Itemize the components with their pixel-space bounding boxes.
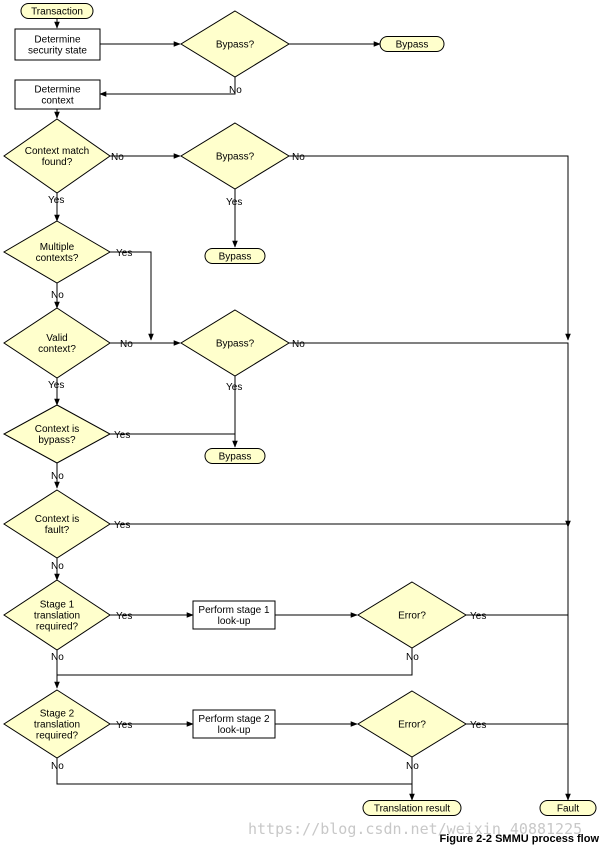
process-determine-context-label: context xyxy=(41,96,73,107)
label-error1-yes: Yes xyxy=(470,611,486,622)
terminal-bypass-3-label: Bypass xyxy=(219,452,252,463)
edge-bypass1-no xyxy=(99,77,236,97)
label-bypass1-no: No xyxy=(229,85,242,96)
terminal-bypass-1 xyxy=(379,36,445,52)
decision-context-is-fault xyxy=(3,489,111,559)
edge-multiple-yes xyxy=(110,251,154,341)
decision-context-is-fault-label: Context is xyxy=(35,514,79,525)
decision-bypass-3 xyxy=(180,309,290,377)
label-multiple-yes: Yes xyxy=(116,248,132,259)
process-determine-security-state xyxy=(14,28,101,61)
label-match-yes: Yes xyxy=(48,195,64,206)
decision-context-is-fault-label: fault? xyxy=(45,525,70,536)
decision-stage1-required-label: Stage 1 xyxy=(40,600,75,611)
decision-bypass-2-label: Bypass? xyxy=(216,152,255,163)
edge-bypass2-no xyxy=(289,155,571,341)
label-bypass3-no: No xyxy=(292,339,305,350)
decision-stage2-required-label: Stage 2 xyxy=(40,709,75,720)
decision-stage2-required xyxy=(3,689,111,759)
decision-multiple-contexts-label: contexts? xyxy=(36,253,79,264)
decision-context-match xyxy=(3,118,111,194)
process-stage1-lookup-label: look-up xyxy=(218,616,251,627)
terminal-transaction-label: Transaction xyxy=(31,7,83,18)
terminal-fault xyxy=(539,800,597,816)
process-stage2-lookup-label: look-up xyxy=(218,725,251,736)
edge-bypass3-no xyxy=(289,342,571,528)
label-multiple-no: No xyxy=(51,290,64,301)
label-stage1-no: No xyxy=(51,652,64,663)
process-determine-context-label: Determine xyxy=(34,85,81,96)
decision-bypass-1 xyxy=(180,10,290,78)
terminal-bypass-2-label: Bypass xyxy=(219,252,252,263)
process-stage2-lookup-label: Perform stage 2 xyxy=(198,714,270,725)
decision-stage2-required-label: required? xyxy=(36,731,79,742)
edge-stage2-no xyxy=(56,758,412,785)
process-stage1-lookup xyxy=(192,600,276,630)
decision-stage2-required-label: translation xyxy=(34,720,80,731)
decision-multiple-contexts-label: Multiple xyxy=(40,242,75,253)
decision-stage1-required-label: translation xyxy=(34,611,80,622)
process-stage1-lookup-label: Perform stage 1 xyxy=(198,605,270,616)
decision-multiple-contexts xyxy=(3,220,111,284)
label-stage1-yes: Yes xyxy=(116,611,132,622)
decision-context-is-bypass-label: bypass? xyxy=(38,435,76,446)
label-error2-yes: Yes xyxy=(470,720,486,731)
decision-valid-context-label: context? xyxy=(38,344,76,355)
edge-error1-no xyxy=(57,648,413,676)
process-determine-context xyxy=(14,79,101,110)
terminal-transaction xyxy=(20,3,94,19)
label-error2-no: No xyxy=(406,761,419,772)
terminal-bypass-3 xyxy=(204,448,266,464)
terminal-bypass-1-label: Bypass xyxy=(396,40,429,51)
terminal-translation-result-label: Translation result xyxy=(374,804,451,815)
decision-context-match-label: found? xyxy=(42,157,73,168)
process-determine-security-state-label: Determine xyxy=(34,35,81,46)
label-bypass2-yes: Yes xyxy=(226,197,242,208)
decision-context-match-label: Context match xyxy=(25,146,89,157)
watermark-text: https://blog.csdn.net/weixin_40881225 xyxy=(248,820,582,838)
label-ctxbypass-no: No xyxy=(51,471,64,482)
decision-error-2 xyxy=(357,690,467,758)
label-ctxbypass-yes: Yes xyxy=(114,430,130,441)
terminal-bypass-2 xyxy=(204,248,266,264)
decision-bypass-3-label: Bypass? xyxy=(216,339,255,350)
label-bypass3-yes: Yes xyxy=(226,382,242,393)
decision-valid-context xyxy=(3,307,111,379)
terminal-fault-label: Fault xyxy=(557,804,579,815)
label-valid-no: No xyxy=(120,339,133,350)
decision-bypass-1-label: Bypass? xyxy=(216,40,255,51)
decision-bypass-2 xyxy=(180,122,290,190)
label-match-no: No xyxy=(111,152,124,163)
decision-stage1-required-label: required? xyxy=(36,622,79,633)
decision-valid-context-label: Valid xyxy=(46,333,68,344)
process-stage2-lookup xyxy=(192,709,276,739)
decision-context-is-bypass-label: Context is xyxy=(35,424,79,435)
decision-context-is-bypass xyxy=(2,404,112,464)
decision-error-1 xyxy=(357,581,467,649)
connector-lines xyxy=(54,19,571,801)
decision-error-2-label: Error? xyxy=(398,720,426,731)
label-ctxfault-no: No xyxy=(51,561,64,572)
label-error1-no: No xyxy=(406,652,419,663)
decision-error-1-label: Error? xyxy=(398,611,426,622)
label-valid-yes: Yes xyxy=(48,380,64,391)
label-stage2-yes: Yes xyxy=(116,720,132,731)
label-stage2-no: No xyxy=(51,761,64,772)
process-determine-security-state-label: security state xyxy=(28,46,87,57)
label-ctxfault-yes: Yes xyxy=(114,520,130,531)
terminal-translation-result xyxy=(362,800,462,816)
figure-caption: Figure 2-2 SMMU process flow xyxy=(439,833,599,845)
decision-stage1-required xyxy=(3,579,111,651)
label-bypass2-no: No xyxy=(292,152,305,163)
